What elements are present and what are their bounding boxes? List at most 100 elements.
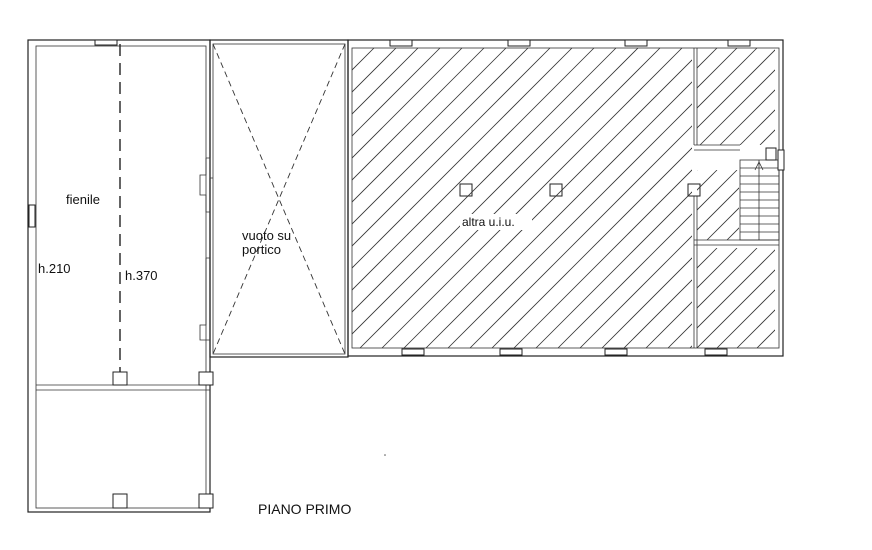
window-marker: [401, 348, 425, 356]
other-unit-block: [347, 39, 785, 357]
hatch-line: [837, 248, 872, 348]
window-marker: [94, 39, 118, 46]
label-h370: h.370: [125, 268, 158, 283]
hatch-line: [579, 235, 692, 348]
hatch-line: [491, 147, 692, 348]
door-marker: [28, 204, 36, 228]
label-altra-uiu: altra u.i.u.: [462, 215, 515, 229]
window-marker: [499, 348, 523, 356]
hatch-line: [800, 48, 872, 145]
hatch-line: [697, 248, 698, 249]
window-marker: [389, 39, 413, 47]
hatch-line: [535, 191, 692, 348]
hatch-line: [800, 48, 872, 348]
hatch-line: [352, 48, 551, 247]
hatch-line: [352, 48, 419, 115]
hatch-line: [726, 227, 739, 240]
hatch-line: [719, 89, 775, 145]
window-marker: [604, 348, 628, 356]
pillar: [112, 371, 128, 386]
hatch-line: [352, 48, 397, 93]
hatch-line: [352, 48, 441, 137]
hatch-line: [697, 269, 775, 348]
window-frame: [199, 257, 210, 341]
hatch-line: [697, 49, 775, 129]
hatch-line: [447, 103, 692, 348]
hatch-line: [739, 109, 775, 145]
hatch-line: [352, 48, 485, 181]
hatch-line: [860, 48, 872, 145]
hatch-line: [697, 170, 718, 191]
hatch-line: [352, 48, 529, 225]
hatch-line: [857, 248, 872, 348]
portico-void: [199, 39, 349, 358]
hatch-line: [797, 248, 872, 348]
hatch-line: [817, 248, 872, 348]
staircase: [739, 147, 785, 241]
hatch-line: [557, 213, 692, 348]
hatch-line: [697, 48, 758, 109]
window-frame: [199, 157, 213, 213]
hatch-line: [716, 289, 775, 348]
hatch-line: [513, 169, 692, 348]
label-h210: h.210: [38, 261, 71, 276]
hatch-line: [697, 249, 775, 329]
hatch-line: [756, 329, 775, 348]
pillar: [198, 493, 214, 509]
hatch-line: [820, 48, 872, 145]
hatch-line: [425, 81, 692, 348]
hatch-line: [756, 48, 872, 348]
hatch-line: [706, 207, 739, 240]
hatch-line: [623, 279, 692, 348]
hatch-line: [787, 170, 857, 240]
hatch-top-right: [697, 48, 872, 145]
hatch-line: [777, 248, 872, 348]
hatch-line: [697, 248, 758, 309]
hatch-line: [844, 48, 872, 348]
hatch-line: [747, 170, 817, 240]
hatch-line: [697, 48, 738, 89]
hatch-line: [352, 48, 573, 269]
hatch-line: [601, 257, 692, 348]
hatch-line: [667, 323, 692, 348]
pillar: [459, 183, 473, 197]
hatch-line: [822, 48, 872, 348]
stair-arrow-icon: [754, 161, 764, 171]
fienile-block: [27, 39, 214, 513]
hatch-line: [697, 170, 738, 211]
hatch-line: [359, 48, 661, 348]
hatch-line: [778, 48, 872, 348]
pillar: [198, 371, 214, 386]
hatch-line: [697, 48, 698, 49]
hatch-line: [736, 309, 775, 348]
hatch-line: [697, 48, 718, 69]
pillar: [549, 183, 563, 197]
hatch-line: [352, 48, 507, 203]
hatch-line: [840, 48, 872, 145]
label-vuoto-line1: vuoto su: [242, 228, 291, 243]
window-marker: [727, 39, 751, 47]
hatch-line: [352, 48, 595, 291]
hatch-line: [697, 187, 739, 231]
hatch-main: [352, 48, 872, 348]
hatch-line: [759, 129, 775, 145]
pillar: [112, 493, 128, 509]
hatch-line: [697, 248, 738, 289]
hatch-line: [469, 125, 692, 348]
hatch-line: [403, 59, 692, 348]
window-marker: [507, 39, 531, 47]
hatch-mid-right: [697, 170, 872, 240]
hatch-line: [712, 48, 872, 348]
label-vuoto-line2: portico: [242, 242, 281, 257]
hatch-line: [807, 170, 872, 240]
hatch-line: [352, 48, 375, 71]
hatch-bottom-right: [697, 248, 872, 348]
window-marker: [624, 39, 648, 47]
hatch-line: [352, 48, 463, 159]
label-fienile: fienile: [66, 192, 100, 207]
hatch-line: [381, 48, 683, 348]
hatch-line: [866, 48, 872, 348]
hatch-line: [352, 48, 639, 335]
hatch-line: [689, 345, 692, 348]
